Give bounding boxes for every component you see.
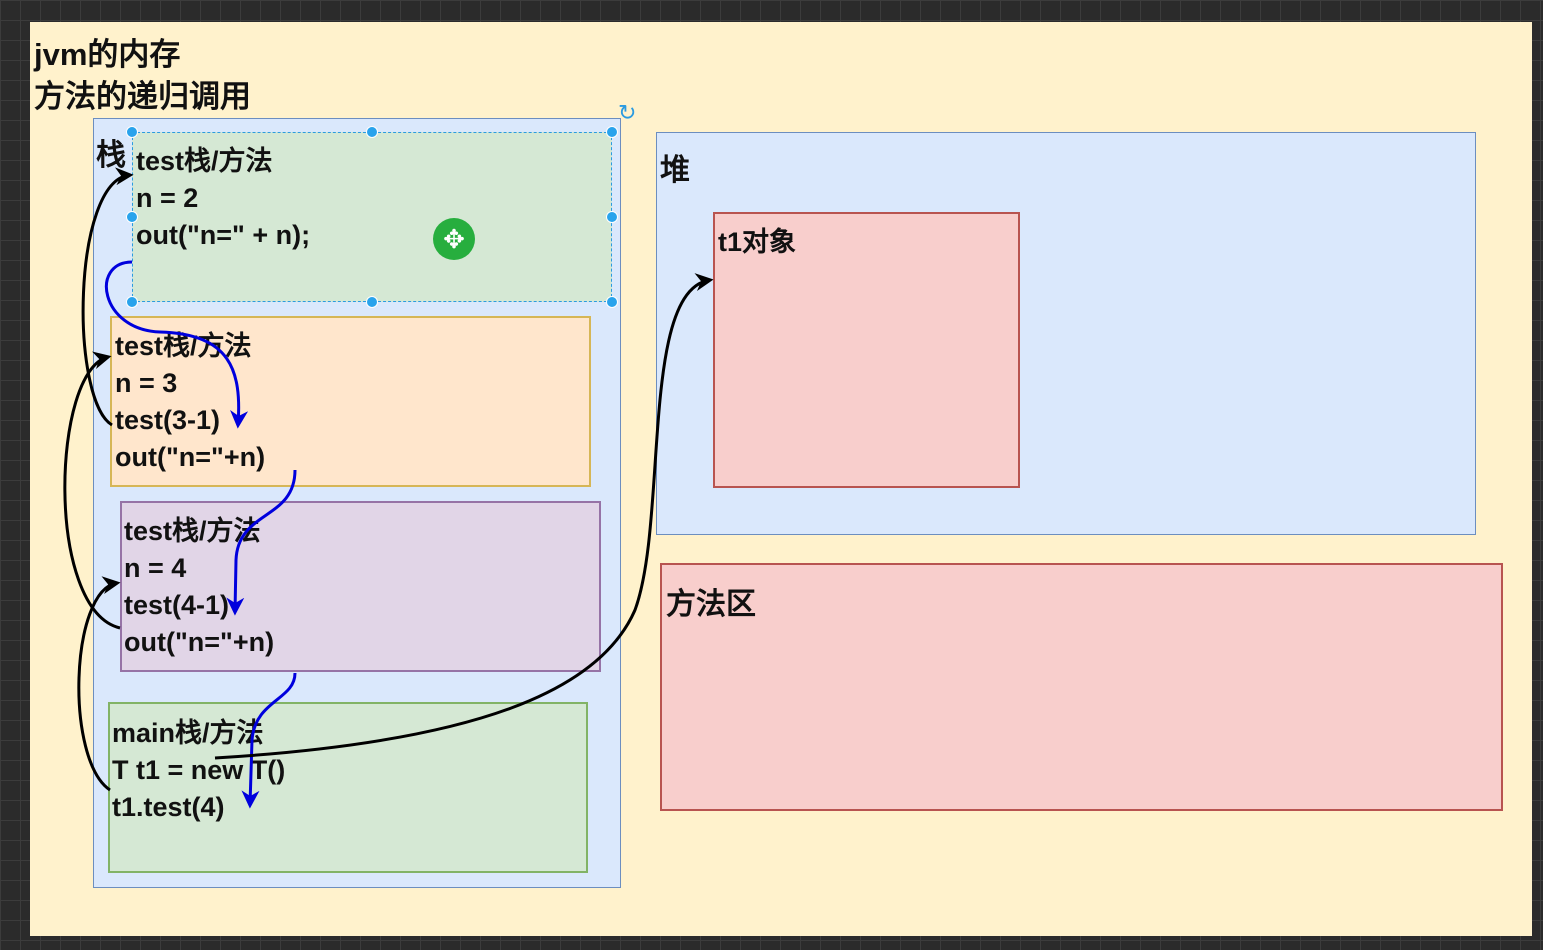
frame-line: test栈/方法 — [115, 331, 252, 361]
method-area-label: 方法区 — [666, 588, 756, 621]
move-icon[interactable]: ✥ — [433, 218, 475, 260]
stack-label: 栈 — [96, 139, 126, 172]
resize-handle[interactable] — [126, 126, 138, 138]
resize-handle[interactable] — [606, 126, 618, 138]
heap-label: 堆 — [660, 154, 690, 187]
diagram-title-line1: jvm的内存 — [34, 37, 181, 72]
frame-line: test(3-1) — [115, 405, 221, 435]
frame-line: out("n="+n) — [115, 442, 266, 472]
heap-object-t1[interactable]: t1对象 — [713, 212, 1020, 488]
frame-line: out("n="+n) — [124, 627, 275, 657]
method-area[interactable]: 方法区 — [660, 563, 1503, 811]
frame-line: test栈/方法 — [136, 146, 273, 176]
call-arrow-test3-to-test2 — [104, 260, 249, 429]
heap-object-label: t1对象 — [718, 227, 797, 257]
resize-handle[interactable] — [606, 211, 618, 223]
resize-handle[interactable] — [366, 296, 378, 308]
frame-line: test栈/方法 — [124, 516, 261, 546]
stack-frame-test-n3[interactable]: test栈/方法 n = 3 test(3-1) out("n="+n) — [110, 316, 591, 487]
call-arrow-main-to-test4 — [241, 672, 297, 809]
frame-line: t1.test(4) — [112, 792, 225, 822]
reference-arrow-t1-to-object — [214, 273, 714, 760]
frame-line: T t1 = new T() — [112, 755, 286, 785]
rotate-icon[interactable]: ↻ — [618, 100, 637, 125]
stack-frame-test-n4[interactable]: test栈/方法 n = 4 test(4-1) out("n="+n) — [120, 501, 601, 672]
call-arrow-test4-to-test3 — [226, 469, 297, 616]
return-arrow-test3-to-test4 — [63, 351, 121, 630]
return-arrow-test2-to-test3 — [81, 167, 134, 427]
resize-handle[interactable] — [126, 211, 138, 223]
frame-line: n = 2 — [136, 183, 199, 213]
stack-frame-test-n2[interactable]: test栈/方法 n = 2 out("n=" + n); — [132, 132, 612, 302]
frame-line: n = 3 — [115, 368, 178, 398]
resize-handle[interactable] — [126, 296, 138, 308]
frame-line: main栈/方法 — [112, 718, 264, 748]
resize-handle[interactable] — [606, 296, 618, 308]
diagram-title-line2: 方法的递归调用 — [34, 79, 251, 114]
frame-line: n = 4 — [124, 553, 187, 583]
return-arrow-test4-to-main — [77, 576, 121, 792]
frame-line: test(4-1) — [124, 590, 230, 620]
stack-frame-main[interactable]: main栈/方法 T t1 = new T() t1.test(4) — [108, 702, 588, 873]
frame-line: out("n=" + n); — [136, 220, 311, 250]
resize-handle[interactable] — [366, 126, 378, 138]
